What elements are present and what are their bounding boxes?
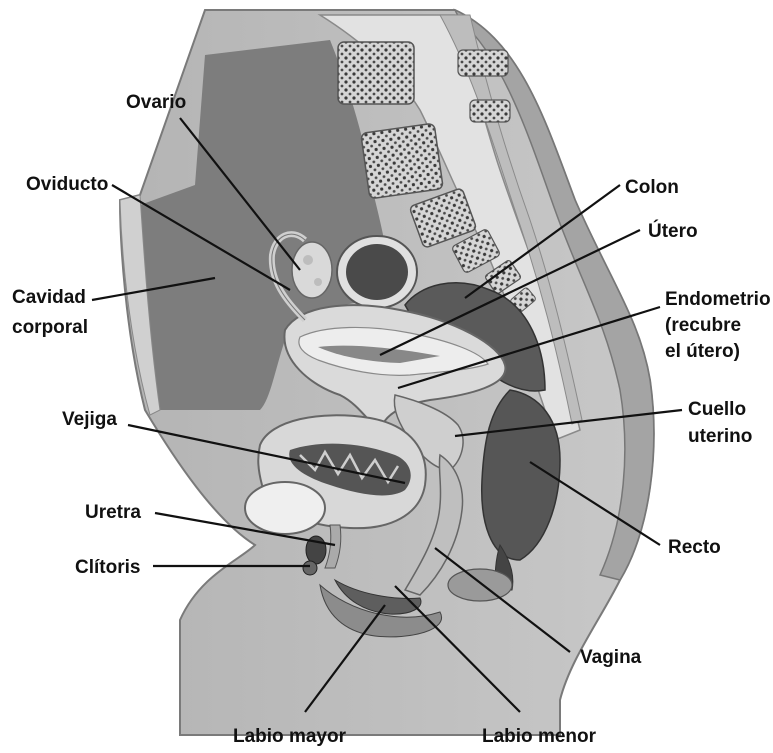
colon-lumen [346, 244, 408, 300]
label-utero: Útero [648, 220, 698, 242]
spinal-process-1 [458, 50, 508, 76]
vertebra-2 [361, 123, 443, 199]
clitoris-glans [303, 561, 317, 575]
vertebra-1 [338, 42, 414, 104]
label-cuello-1: Cuello [688, 399, 746, 420]
ovary-follicle-2 [314, 278, 322, 286]
label-colon: Colon [625, 177, 679, 198]
anal-sphincter [448, 569, 512, 601]
label-labio-menor: Labio menor [482, 726, 597, 747]
spinal-process-2 [470, 100, 510, 122]
ovary [292, 242, 332, 298]
label-uretra: Uretra [85, 502, 141, 523]
label-endometrio-3: el útero) [665, 341, 740, 362]
label-cuello-2: uterino [688, 426, 752, 447]
pubic-bone [245, 482, 325, 534]
label-vejiga: Vejiga [62, 409, 117, 430]
label-endometrio-2: (recubre [665, 315, 741, 336]
label-ovario: Ovario [126, 92, 186, 113]
label-cavidad-1: Cavidad [12, 287, 86, 308]
ovary-follicle-1 [303, 255, 313, 265]
label-vagina: Vagina [580, 647, 642, 668]
label-clitoris: Clítoris [75, 557, 140, 578]
label-recto: Recto [668, 537, 721, 558]
label-cavidad-2: corporal [12, 317, 88, 338]
label-endometrio-1: Endometrio [665, 289, 771, 310]
label-labio-mayor: Labio mayor [233, 726, 347, 747]
label-oviducto: Oviducto [26, 174, 108, 195]
